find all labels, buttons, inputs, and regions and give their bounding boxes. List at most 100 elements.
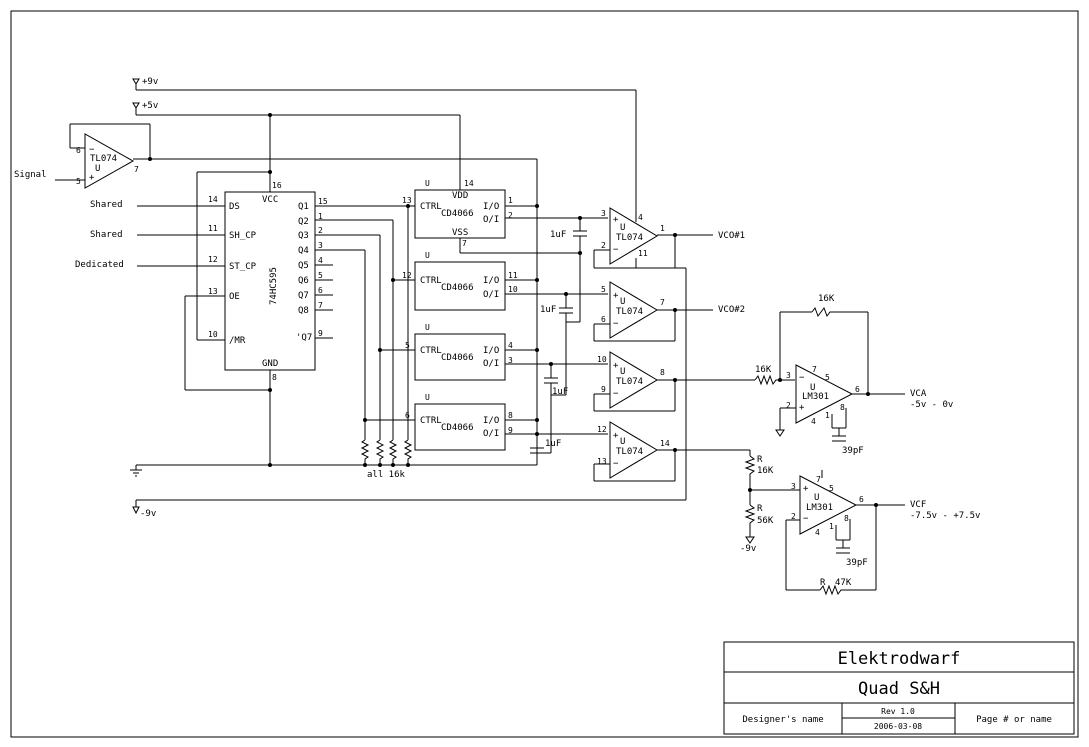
svg-text:6: 6 bbox=[76, 146, 81, 155]
svg-text:VSS: VSS bbox=[452, 228, 468, 238]
svg-text:2: 2 bbox=[786, 401, 791, 410]
svg-text:Q2: Q2 bbox=[298, 217, 309, 227]
minus9-symbol bbox=[132, 506, 140, 515]
hold-opamp-1: TL074 U + − 3 2 1 4 11 VCO#1 bbox=[593, 207, 745, 269]
svg-text:56K: 56K bbox=[757, 516, 774, 526]
svg-text:5: 5 bbox=[76, 177, 81, 186]
svg-text:3: 3 bbox=[508, 356, 513, 365]
svg-text:4: 4 bbox=[815, 528, 820, 537]
svg-text:5: 5 bbox=[405, 341, 410, 350]
svg-text:+: + bbox=[799, 403, 805, 413]
svg-text:R: R bbox=[757, 455, 763, 465]
vco1-net: VCO#1 bbox=[718, 231, 745, 241]
svg-text:3: 3 bbox=[786, 371, 791, 380]
svg-text:Q1: Q1 bbox=[298, 202, 309, 212]
svg-text:TL074: TL074 bbox=[616, 447, 643, 457]
revision: Rev 1.0 bbox=[881, 707, 915, 716]
svg-text:LM301: LM301 bbox=[802, 392, 829, 402]
designer: Designer's name bbox=[742, 715, 823, 725]
svg-text:TL074: TL074 bbox=[616, 377, 643, 387]
hold-opamp-4: TL074 U + − 12 13 14 bbox=[593, 421, 750, 482]
svg-text:4: 4 bbox=[638, 213, 643, 222]
pulldown-resistor-1 bbox=[360, 439, 370, 465]
svg-text:14: 14 bbox=[464, 179, 474, 188]
dedicated-label: Dedicated bbox=[75, 260, 124, 270]
svg-text:11: 11 bbox=[208, 224, 218, 233]
svg-text:U: U bbox=[620, 297, 625, 307]
svg-text:I/O: I/O bbox=[483, 202, 499, 212]
svg-text:39pF: 39pF bbox=[846, 558, 868, 568]
svg-text:−: − bbox=[89, 145, 95, 155]
svg-text:−: − bbox=[803, 514, 809, 524]
vca-amplifier: 16K 16K LM301 U − + 7 5 3 2 4 1 8 6 39pF… bbox=[754, 294, 953, 456]
svg-text:10: 10 bbox=[508, 285, 518, 294]
svg-text:O/I: O/I bbox=[483, 429, 499, 439]
svg-text:/MR: /MR bbox=[229, 336, 246, 346]
cd4066-switch-4: CTRL CD4066 I/O O/I U 6 8 9 bbox=[405, 393, 513, 451]
input-buffer: TL074 U − + 6 5 7 Signal bbox=[14, 123, 538, 465]
svg-text:16K: 16K bbox=[818, 294, 835, 304]
svg-text:4: 4 bbox=[318, 256, 323, 265]
svg-text:CTRL: CTRL bbox=[420, 416, 442, 426]
svg-text:39pF: 39pF bbox=[842, 446, 864, 456]
shared2-label: Shared bbox=[90, 230, 123, 240]
svg-text:11: 11 bbox=[508, 271, 518, 280]
plus9-label: +9v bbox=[142, 77, 158, 87]
svg-text:TL074: TL074 bbox=[616, 307, 643, 317]
svg-text:Q4: Q4 bbox=[298, 246, 309, 256]
cd4066-switch-1: CTRL CD4066 I/O O/I VDD VSS U 14 7 13 1 … bbox=[402, 179, 513, 248]
svg-text:I/O: I/O bbox=[483, 276, 499, 286]
svg-text:8: 8 bbox=[508, 411, 513, 420]
svg-text:10: 10 bbox=[597, 355, 607, 364]
svg-text:7: 7 bbox=[318, 301, 323, 310]
svg-text:2: 2 bbox=[601, 241, 606, 250]
74hc595-body bbox=[224, 191, 316, 371]
power-rails: +9v +5v -9v bbox=[130, 77, 687, 519]
svg-text:15: 15 bbox=[318, 197, 328, 206]
svg-text:U: U bbox=[425, 251, 430, 260]
svg-text:-9v: -9v bbox=[740, 544, 756, 554]
svg-text:U: U bbox=[810, 383, 815, 393]
svg-text:8: 8 bbox=[272, 373, 277, 382]
hold-cap-4: 1uF bbox=[505, 432, 608, 454]
svg-text:DS: DS bbox=[229, 202, 240, 212]
svg-text:4: 4 bbox=[811, 417, 816, 426]
svg-text:1: 1 bbox=[829, 522, 834, 531]
hold-cap-2: 1uF bbox=[505, 292, 608, 395]
svg-text:6: 6 bbox=[601, 315, 606, 324]
svg-text:9: 9 bbox=[318, 329, 323, 338]
svg-text:'Q7: 'Q7 bbox=[296, 333, 312, 343]
svg-text:Q8: Q8 bbox=[298, 306, 309, 316]
pulldown-label: all 16k bbox=[367, 470, 406, 480]
svg-text:Q6: Q6 bbox=[298, 276, 309, 286]
svg-text:1: 1 bbox=[318, 212, 323, 221]
svg-text:2: 2 bbox=[791, 512, 796, 521]
svg-text:CD4066: CD4066 bbox=[441, 353, 474, 363]
plus9-symbol bbox=[132, 78, 140, 85]
cd4066-switch-2: CTRL CD4066 I/O O/I U 12 11 10 bbox=[402, 251, 518, 311]
svg-text:−: − bbox=[799, 373, 805, 383]
svg-text:−: − bbox=[613, 319, 619, 329]
shift-register: VCC 16 GND 8 74HC595 DS 14 SH_CP 11 ST_C… bbox=[75, 170, 333, 392]
svg-text:7: 7 bbox=[134, 165, 139, 174]
title-block: Elektrodwarf Quad S&H Designer's name Re… bbox=[723, 641, 1075, 735]
svg-text:−: − bbox=[613, 459, 619, 469]
svg-text:13: 13 bbox=[402, 196, 412, 205]
svg-text:74HC595: 74HC595 bbox=[269, 267, 279, 305]
svg-text:CTRL: CTRL bbox=[420, 276, 442, 286]
svg-text:LM301: LM301 bbox=[806, 503, 833, 513]
date: 2006-03-08 bbox=[874, 722, 922, 731]
svg-text:R: R bbox=[820, 578, 826, 588]
svg-text:I/O: I/O bbox=[483, 416, 499, 426]
svg-text:9: 9 bbox=[508, 426, 513, 435]
svg-text:5: 5 bbox=[318, 271, 323, 280]
svg-text:1uF: 1uF bbox=[552, 387, 568, 397]
cd4066-switch-3: CTRL CD4066 I/O O/I U 5 4 3 bbox=[405, 323, 513, 381]
page-name: Page # or name bbox=[976, 715, 1052, 725]
svg-text:O/I: O/I bbox=[483, 290, 499, 300]
svg-text:14: 14 bbox=[660, 439, 670, 448]
svg-text:5: 5 bbox=[825, 373, 830, 382]
svg-text:1: 1 bbox=[825, 411, 830, 420]
svg-text:SH_CP: SH_CP bbox=[229, 231, 257, 241]
svg-text:13: 13 bbox=[597, 457, 607, 466]
